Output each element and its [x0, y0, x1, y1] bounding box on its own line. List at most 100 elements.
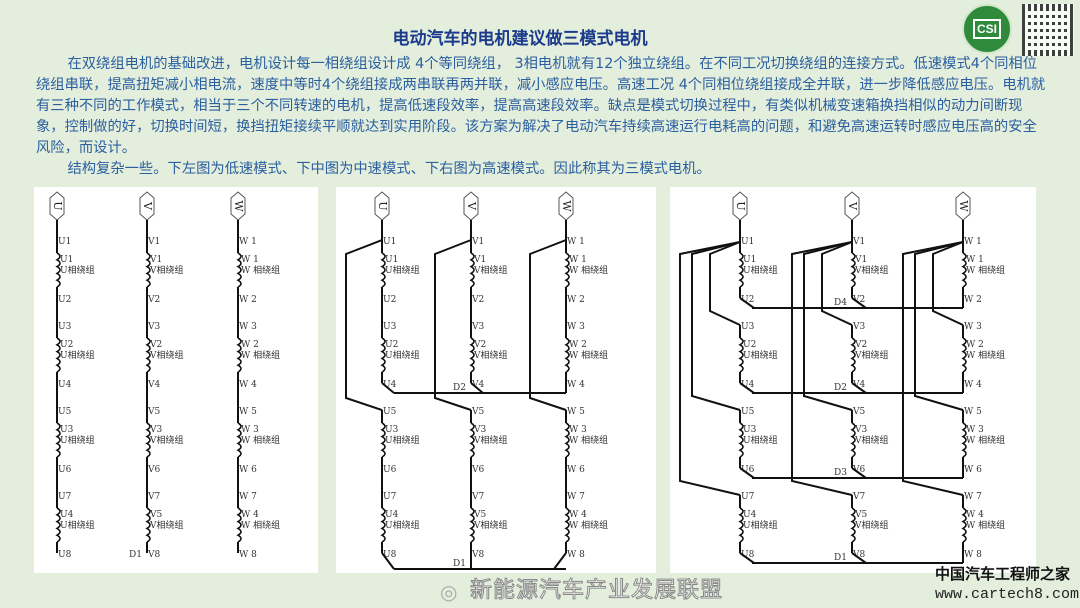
terminal-label: U3: [741, 322, 755, 332]
terminal-label: W 8: [964, 550, 982, 560]
coil-id: U4: [385, 510, 399, 520]
winding-coil-icon: [145, 422, 151, 458]
coil-id: V3: [149, 425, 162, 435]
terminal-label: U1: [741, 237, 754, 247]
coil-id: V3: [854, 425, 867, 435]
terminal-label: W 5: [567, 407, 585, 417]
terminal-label: V2: [852, 295, 865, 305]
terminal-label: W 5: [964, 407, 982, 417]
terminal-label: V3: [147, 322, 160, 332]
winding-coil-icon: [961, 337, 967, 373]
winding-coil-icon: [469, 422, 475, 458]
coil-name: W 相绕组: [569, 519, 608, 531]
coil-name: V相绕组: [473, 434, 508, 446]
wire: [851, 297, 867, 309]
neutral-node-label: D1: [129, 550, 142, 560]
terminal-label: V4: [471, 380, 484, 390]
terminal-label: U6: [383, 465, 397, 475]
terminal-label: U3: [58, 322, 72, 332]
coil-name: W 相绕组: [241, 349, 280, 361]
terminal-label: V3: [852, 322, 865, 332]
csi-logo: CSI: [962, 4, 1012, 54]
winding-coil-icon: [380, 507, 386, 543]
coil-name: U相绕组: [743, 434, 778, 446]
wire: [381, 382, 395, 394]
coil-name: V相绕组: [149, 434, 184, 446]
terminal-label: W 1: [964, 237, 982, 247]
wire: [381, 552, 395, 570]
terminal-label: V2: [147, 295, 160, 305]
low-speed-diagram-svg: UU1U相绕组U2U相绕组U3U相绕组U4U相绕组U1U2U3U4U5U6U7U…: [49, 191, 280, 560]
terminal-label: V1: [471, 237, 484, 247]
coil-id: V1: [854, 255, 867, 265]
coil-name: V相绕组: [854, 264, 889, 276]
wire: [739, 382, 755, 394]
winding-coil-icon: [145, 337, 151, 373]
winding-coil-icon: [850, 422, 856, 458]
coil-id: U3: [743, 425, 757, 435]
phase-label: U: [51, 201, 64, 210]
terminal-label: W 3: [964, 322, 982, 332]
coil-id: W 4: [569, 510, 587, 520]
winding-coil-icon: [738, 337, 744, 373]
terminal-label: W 2: [567, 295, 585, 305]
terminal-label: W 8: [567, 550, 585, 560]
coil-name: V相绕组: [854, 519, 889, 531]
wire: [470, 382, 484, 394]
phase-label: U: [734, 201, 747, 210]
winding-coil-icon: [738, 422, 744, 458]
terminal-label: W 6: [964, 465, 982, 475]
terminal-label: U5: [58, 407, 72, 417]
winding-coil-icon: [236, 507, 242, 543]
terminal-label: W 2: [239, 295, 257, 305]
terminal-label: V7: [471, 492, 484, 502]
coil-name: W 相绕组: [241, 434, 280, 446]
parallel-branch: [932, 241, 964, 326]
winding-coil-icon: [564, 337, 570, 373]
coil-id: U1: [385, 255, 398, 265]
winding-coil-icon: [564, 507, 570, 543]
winding-coil-icon: [236, 337, 242, 373]
terminal-label: W 4: [964, 380, 982, 390]
coil-name: U相绕组: [60, 349, 95, 361]
terminal-label: W 3: [239, 322, 257, 332]
coil-name: U相绕组: [60, 519, 95, 531]
phase-label: U: [376, 201, 389, 210]
parallel-branch: [803, 241, 853, 411]
high-speed-diagram-svg: UU1U相绕组U2U相绕组U3U相绕组U4U相绕组U1U2U3U4U5U6U7U…: [679, 191, 1005, 564]
terminal-label: V5: [471, 407, 484, 417]
coil-id: W 3: [569, 425, 587, 435]
coil-id: V5: [854, 510, 867, 520]
phase-label: V: [465, 201, 478, 211]
parallel-branch: [791, 241, 853, 496]
coil-id: U4: [743, 510, 757, 520]
coil-name: V相绕组: [149, 349, 184, 361]
coil-id: W 3: [241, 425, 259, 435]
winding-coil-icon: [55, 252, 61, 288]
phase-label: V: [846, 201, 859, 211]
coil-name: U相绕组: [385, 349, 420, 361]
coil-id: U3: [60, 425, 74, 435]
neutral-node-label: D3: [834, 468, 847, 478]
terminal-label: U8: [741, 550, 755, 560]
coil-name: U相绕组: [743, 519, 778, 531]
coil-name: W 相绕组: [966, 434, 1005, 446]
coil-id: W 1: [569, 255, 587, 265]
terminal-label: U1: [58, 237, 71, 247]
coil-name: W 相绕组: [569, 434, 608, 446]
terminal-label: W 3: [567, 322, 585, 332]
coil-name: U相绕组: [385, 519, 420, 531]
terminal-label: U5: [383, 407, 397, 417]
terminal-label: U4: [383, 380, 397, 390]
terminal-label: U6: [741, 465, 755, 475]
parallel-branch: [691, 241, 741, 411]
coil-name: U相绕组: [60, 434, 95, 446]
parallel-branch: [529, 239, 567, 411]
terminal-label: U3: [383, 322, 397, 332]
terminal-label: V8: [852, 550, 865, 560]
coil-name: V相绕组: [149, 264, 184, 276]
neutral-node-label: D2: [834, 383, 847, 393]
parallel-branch: [345, 239, 383, 411]
